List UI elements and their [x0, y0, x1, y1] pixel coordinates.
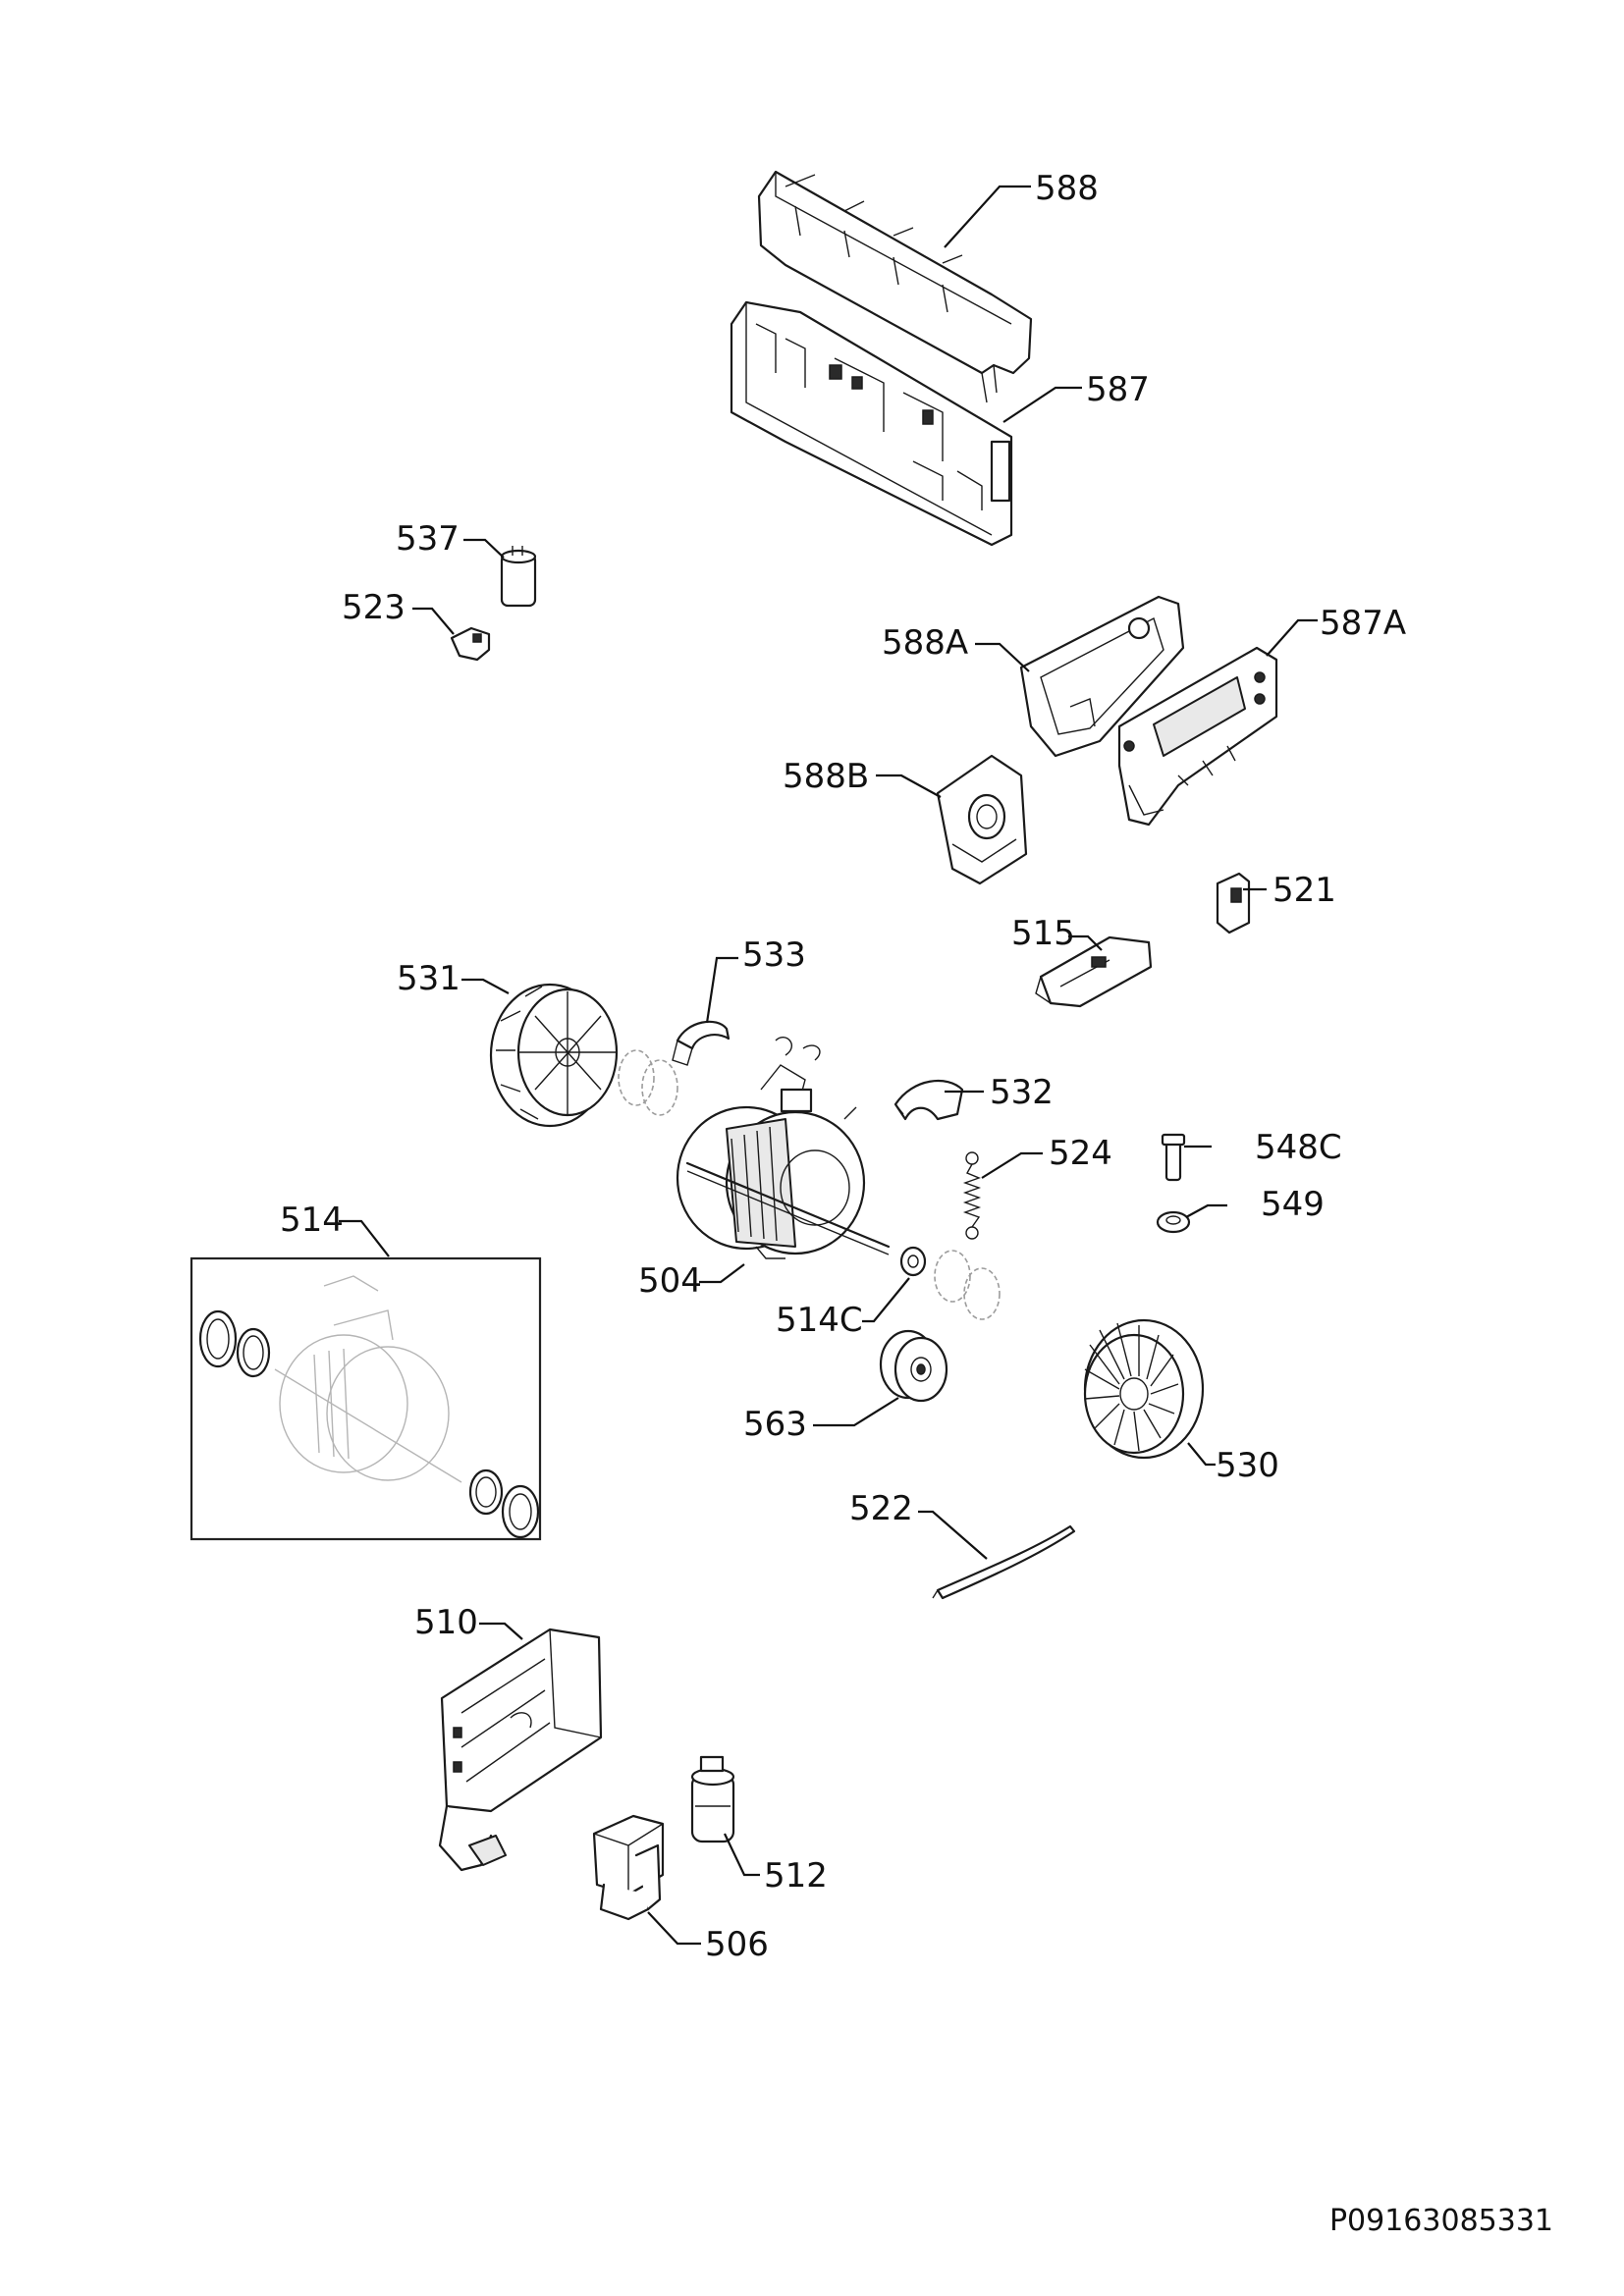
label-563: 563 [743, 1397, 899, 1444]
part-549-washer [1156, 1210, 1191, 1234]
label-text-548C: 548C [1255, 1128, 1342, 1167]
label-text-537: 537 [396, 519, 460, 559]
part-588A-display-frame [1019, 595, 1185, 758]
label-text-530: 530 [1216, 1446, 1279, 1485]
label-text-587: 587 [1086, 370, 1150, 409]
label-text-504: 504 [638, 1261, 702, 1301]
label-text-549: 549 [1261, 1185, 1325, 1224]
label-text-506: 506 [705, 1925, 769, 1964]
label-text-588B: 588B [783, 757, 869, 796]
label-521: 521 [1243, 871, 1336, 910]
label-588A: 588A [882, 623, 1030, 672]
part-504-motor [676, 1037, 891, 1259]
label-524: 524 [981, 1134, 1112, 1179]
label-510: 510 [414, 1603, 523, 1642]
part-512-filter [690, 1755, 735, 1843]
part-531-fan-wheel [489, 983, 619, 1128]
part-506-pump [592, 1814, 665, 1921]
drawing-code: P09163085331 [1329, 2204, 1553, 2238]
label-512: 512 [724, 1833, 828, 1896]
part-587-control-board [730, 300, 1013, 547]
label-text-588A: 588A [882, 623, 968, 663]
label-533: 533 [705, 935, 806, 1024]
label-531: 531 [397, 959, 510, 998]
label-text-587A: 587A [1320, 604, 1406, 643]
part-587A-display-board [1117, 646, 1278, 827]
part-510-detergent-housing [438, 1628, 603, 1872]
part-532-cover [893, 1079, 964, 1121]
part-524-spring [962, 1151, 982, 1240]
part-530-blower-wheel [1083, 1318, 1205, 1460]
label-text-512: 512 [764, 1856, 828, 1896]
part-515-sensor-bracket [1035, 935, 1153, 1008]
label-text-522: 522 [849, 1489, 913, 1528]
label-text-524: 524 [1049, 1134, 1112, 1173]
label-532: 532 [945, 1073, 1054, 1112]
label-506: 506 [647, 1911, 769, 1964]
label-522: 522 [849, 1489, 988, 1560]
label-text-523: 523 [342, 588, 406, 627]
label-text-514: 514 [280, 1201, 344, 1240]
part-522-strip [932, 1524, 1076, 1600]
part-537-capacitor [500, 546, 537, 608]
label-549: 549 [1185, 1185, 1325, 1224]
part-523-clip [450, 626, 491, 662]
part-521-door-lock [1216, 872, 1251, 934]
label-text-514C: 514C [776, 1301, 863, 1340]
label-text-588: 588 [1035, 169, 1099, 208]
part-514-kit-frame [189, 1256, 542, 1541]
part-548C-pin [1161, 1133, 1186, 1182]
label-text-532: 532 [990, 1073, 1054, 1112]
label-514C: 514C [776, 1277, 910, 1340]
part-588B-knob-housing [936, 754, 1028, 885]
label-515: 515 [1011, 914, 1103, 953]
label-text-510: 510 [414, 1603, 478, 1642]
label-text-531: 531 [397, 959, 460, 998]
label-text-533: 533 [742, 935, 806, 975]
label-504: 504 [638, 1261, 745, 1301]
part-533-wire-clip [672, 1020, 731, 1066]
label-548C: 548C [1184, 1128, 1342, 1167]
ghost-bearings-left [618, 1049, 678, 1116]
label-530: 530 [1187, 1442, 1279, 1485]
label-587: 587 [1002, 370, 1150, 423]
label-text-521: 521 [1272, 871, 1336, 910]
label-text-563: 563 [743, 1405, 807, 1444]
label-514: 514 [280, 1201, 390, 1257]
label-text-515: 515 [1011, 914, 1075, 953]
part-588-board-cover [757, 170, 1033, 403]
label-523: 523 [342, 588, 455, 635]
part-563-pulley [879, 1329, 948, 1403]
label-588B: 588B [783, 757, 942, 798]
label-537: 537 [396, 519, 505, 559]
label-587A: 587A [1266, 604, 1406, 657]
label-588: 588 [944, 169, 1099, 248]
part-514C-washer [899, 1246, 1001, 1320]
